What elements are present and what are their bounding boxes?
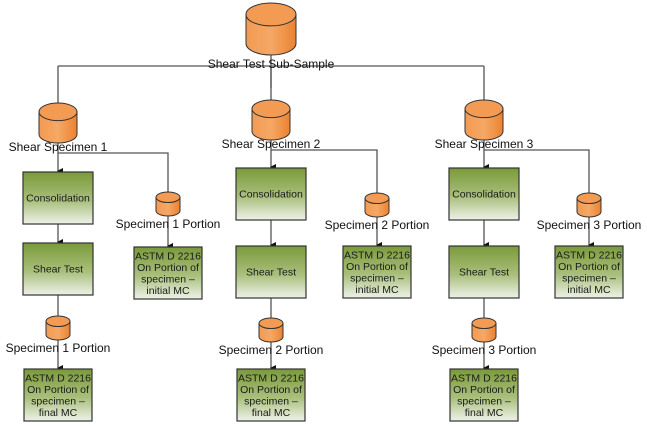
- process-box-frame: [449, 368, 519, 422]
- specimen-1-final-portion-cylinder: [45, 315, 71, 341]
- cylinder-top: [45, 315, 71, 328]
- cylinder-top: [155, 191, 181, 204]
- process-box-text: On Portion of: [453, 384, 515, 396]
- process-box-text: ASTM D 2216: [344, 249, 410, 261]
- process-box-text: On Portion of: [137, 262, 199, 274]
- shear-specimen-1-label: Shear Specimen 1: [9, 140, 108, 154]
- cylinder-top: [245, 2, 297, 27]
- specimen-2-portion-branch: [271, 149, 382, 208]
- process-box-text: On Portion of: [558, 261, 620, 273]
- cylinder-top: [471, 317, 497, 330]
- process-box-text: Consolidation: [26, 193, 90, 205]
- process-box-text: Shear Test: [459, 267, 509, 279]
- specimen-2-final-portion-cylinder: [258, 317, 284, 343]
- process-box-frame: [554, 245, 624, 299]
- shear-test-box-2: Shear Test: [235, 245, 307, 299]
- process-box-text: ASTM D 2216: [238, 372, 304, 384]
- cylinder-top: [464, 99, 504, 119]
- shear-specimen-2-cylinder: [251, 99, 291, 141]
- process-box-text: final MC: [252, 407, 291, 419]
- process-box-text: initial MC: [567, 284, 611, 296]
- specimen-2-initial-portion-cylinder: [364, 192, 390, 218]
- specimen-3-initial-portion-cylinder: [576, 192, 602, 218]
- process-box-text: ASTM D 2216: [556, 249, 622, 261]
- process-box-text: specimen –: [562, 272, 616, 284]
- process-box-frame: [133, 246, 203, 300]
- root-sample-cylinder: [245, 2, 297, 56]
- process-box-text: initial MC: [355, 284, 399, 296]
- process-box-text: final MC: [465, 407, 504, 419]
- specimen-1-initial-portion-cylinder: [155, 191, 181, 217]
- process-box-frame: [23, 368, 93, 422]
- specimen-3-initial-portion-label: Specimen 3 Portion: [537, 218, 642, 232]
- process-box-text: ASTM D 2216: [135, 250, 201, 262]
- process-box-frame: [448, 167, 520, 221]
- process-box-frame: [22, 242, 94, 296]
- process-box-text: Shear Test: [33, 264, 83, 276]
- process-box-text: initial MC: [146, 285, 190, 297]
- cylinder-top: [251, 99, 291, 119]
- process-box-text: specimen –: [457, 395, 511, 407]
- specimen-3-final-portion-label: Specimen 3 Portion: [432, 343, 537, 357]
- consolidation-box-2: Consolidation: [235, 167, 307, 221]
- consolidation-box-1: Consolidation: [22, 171, 94, 225]
- process-box-text: Consolidation: [452, 189, 516, 201]
- cylinder-top: [38, 102, 78, 122]
- process-box-text: specimen –: [141, 273, 195, 285]
- specimen-2-initial-portion-label: Specimen 2 Portion: [325, 218, 430, 232]
- process-box-text: On Portion of: [346, 261, 408, 273]
- cylinder-top: [576, 192, 602, 205]
- process-box-frame: [448, 245, 520, 299]
- shear-specimen-3-cylinder: [464, 99, 504, 141]
- process-box-frame: [342, 245, 412, 299]
- process-box-text: specimen –: [350, 272, 404, 284]
- process-box-text: specimen –: [31, 395, 85, 407]
- specimen-1-portion-branch: [58, 152, 173, 207]
- root-sample-label: Shear Test Sub-Sample: [208, 57, 335, 71]
- shear-test-box-3: Shear Test: [448, 245, 520, 299]
- process-box-frame: [236, 368, 306, 422]
- specimen-2-final-portion-label: Specimen 2 Portion: [219, 343, 324, 357]
- process-box-text: Shear Test: [246, 267, 296, 279]
- consolidation-box-3: Consolidation: [448, 167, 520, 221]
- process-box-text: specimen –: [244, 395, 298, 407]
- cylinder-top: [258, 317, 284, 330]
- process-box-text: ASTM D 2216: [451, 372, 517, 384]
- shear-test-box-1: Shear Test: [22, 242, 94, 296]
- process-box-text: ASTM D 2216: [25, 372, 91, 384]
- process-box-text: final MC: [39, 407, 78, 419]
- shear-specimen-1-cylinder: [38, 102, 78, 144]
- shear-specimen-3-label: Shear Specimen 3: [435, 137, 534, 151]
- process-box-text: On Portion of: [27, 384, 89, 396]
- specimen-1-final-portion-label: Specimen 1 Portion: [6, 341, 111, 355]
- process-box-frame: [235, 245, 307, 299]
- specimen-1-initial-portion-label: Specimen 1 Portion: [116, 217, 221, 231]
- specimen-3-portion-branch: [484, 149, 594, 208]
- cylinder-top: [364, 192, 390, 205]
- specimen-3-final-portion-cylinder: [471, 317, 497, 343]
- process-box-frame: [235, 167, 307, 221]
- process-box-text: Consolidation: [239, 189, 303, 201]
- shear-specimen-2-label: Shear Specimen 2: [222, 137, 321, 151]
- process-box-frame: [22, 171, 94, 225]
- process-box-text: On Portion of: [240, 384, 302, 396]
